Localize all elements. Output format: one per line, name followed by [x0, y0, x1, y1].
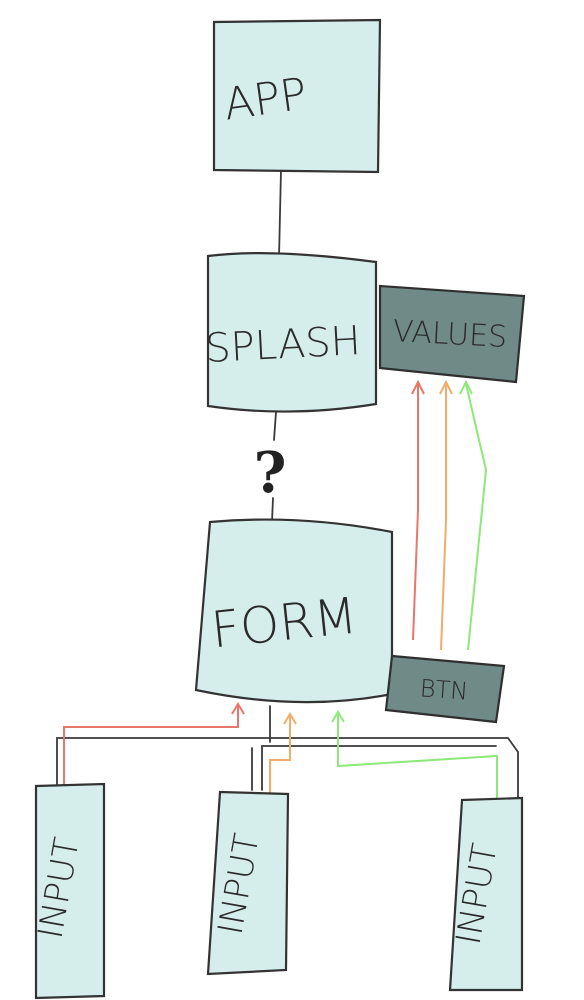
- node-btn-label: BTN: [419, 674, 469, 705]
- node-values: VALUES: [378, 284, 526, 384]
- bus-line-form-inputs: [56, 737, 519, 801]
- arrowhead-input3: [331, 710, 345, 723]
- arrow-input2-form: [269, 716, 291, 795]
- arrow-form-values-orange: [440, 384, 447, 651]
- node-splash-label: SPLASH: [204, 318, 362, 372]
- edge-app-splash: [278, 169, 282, 259]
- arrow-form-values-red: [412, 384, 419, 641]
- bus-line-2: [261, 745, 497, 791]
- question-mark: ?: [254, 440, 287, 506]
- node-app-label: APP: [221, 69, 310, 131]
- node-values-label: VALUES: [392, 314, 508, 355]
- arrow-input3-form: [337, 714, 498, 798]
- node-splash: SPLASH: [204, 252, 378, 413]
- node-form: FORM: [194, 518, 394, 704]
- arrowhead-input1: [231, 702, 245, 715]
- arrowhead-values-red: [411, 379, 425, 395]
- node-btn: BTN: [384, 654, 506, 724]
- node-input-3: INPUT: [449, 796, 524, 992]
- arrowhead-values-orange: [439, 379, 453, 395]
- arrow-input1-form: [63, 706, 239, 790]
- node-input-2: INPUT: [206, 790, 290, 976]
- arrowhead-input2: [283, 712, 297, 725]
- node-app: APP: [212, 18, 382, 174]
- node-input-1: INPUT: [31, 782, 106, 1000]
- arrowhead-values-green: [459, 379, 473, 395]
- arrow-form-values-green: [465, 383, 488, 651]
- edge-splash-question: [273, 411, 277, 441]
- edge-question-form: [271, 497, 274, 523]
